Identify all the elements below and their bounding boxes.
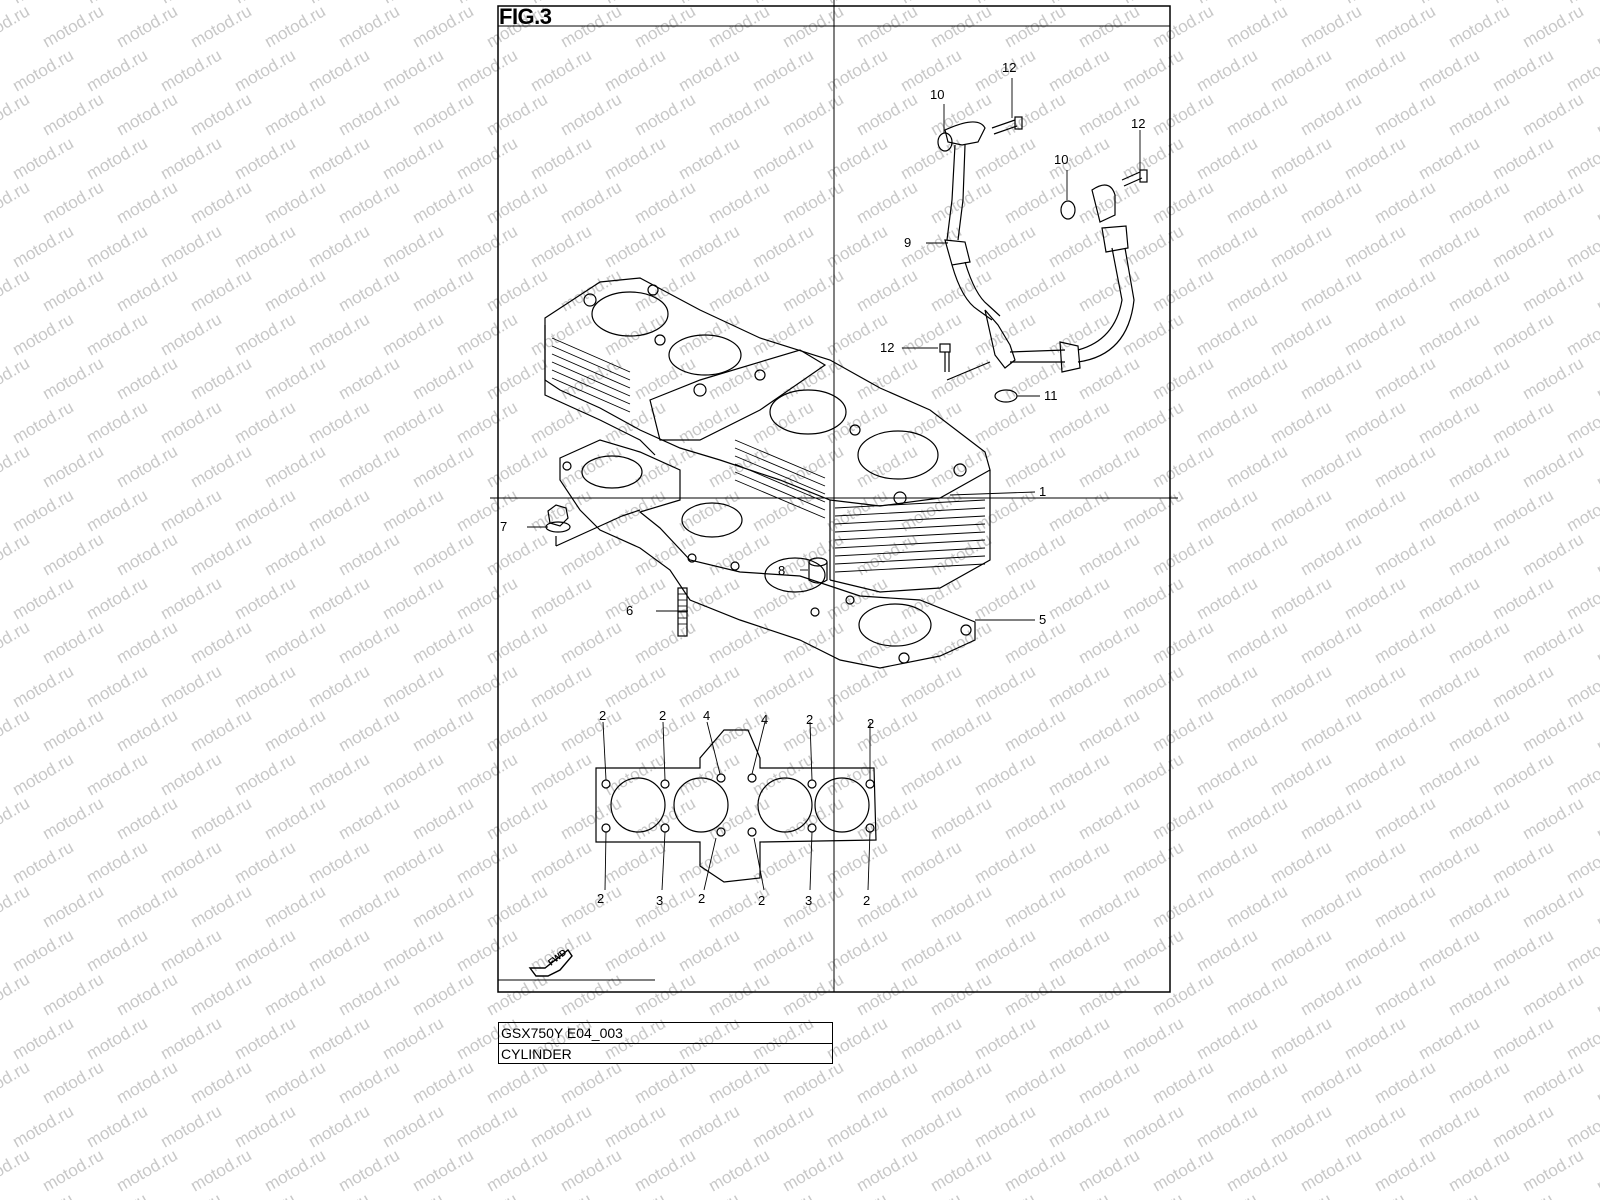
- gasket-callout-bottom-1: 2: [597, 891, 604, 906]
- union-bolts: [939, 116, 1148, 381]
- figure-title: FIG.3: [499, 4, 552, 29]
- callout-6: 6: [626, 603, 633, 618]
- gasket-callout-bottom-4: 2: [758, 893, 765, 908]
- gasket-callout-top-4: 4: [761, 712, 768, 727]
- callout-12c: 12: [880, 340, 894, 355]
- gasket-callout-bottom-2: 3: [656, 893, 663, 908]
- gasket-callout-bottom-5: 3: [805, 893, 812, 908]
- callout-9: 9: [904, 235, 911, 250]
- callout-1: 1: [1039, 484, 1046, 499]
- o-rings: [937, 132, 1076, 403]
- model-code: GSX750Y E04_003: [501, 1025, 623, 1041]
- diagram-frame: [490, 0, 1178, 993]
- dowel-pin: [808, 557, 828, 584]
- callout-10a: 10: [930, 87, 944, 102]
- gasket-callout-top-1: 2: [599, 708, 606, 723]
- flange-nut: [545, 504, 641, 547]
- leader-lines: [527, 78, 1141, 891]
- gasket-callout-top-3: 4: [703, 708, 710, 723]
- gasket-callout-top-5: 2: [806, 712, 813, 727]
- gasket-callout-top-2: 2: [659, 708, 666, 723]
- section-name: CYLINDER: [499, 1043, 832, 1063]
- cylinder-block: [544, 277, 991, 593]
- head-gasket: [595, 729, 877, 883]
- gasket-callout-top-6: 2: [867, 716, 874, 731]
- callout-10b: 10: [1054, 152, 1068, 167]
- callout-8: 8: [778, 563, 785, 578]
- gasket-callout-bottom-6: 2: [863, 893, 870, 908]
- callout-labels: 1 5 6 7 8 9 10 10 11 12 12 12 2 2 4 4 2 …: [500, 60, 1145, 908]
- callout-5: 5: [1039, 612, 1046, 627]
- callout-12a: 12: [1002, 60, 1016, 75]
- oil-hose: [944, 121, 1135, 373]
- forward-arrow-icon: [528, 948, 573, 977]
- figure-info-box: GSX750Y E04_003 CYLINDER: [498, 1022, 833, 1064]
- stud-bolt: [677, 587, 688, 637]
- gasket-callout-bottom-3: 2: [698, 891, 705, 906]
- base-gasket: [559, 439, 976, 669]
- callout-12b: 12: [1131, 116, 1145, 131]
- callout-11: 11: [1044, 388, 1058, 403]
- callout-7: 7: [500, 519, 507, 534]
